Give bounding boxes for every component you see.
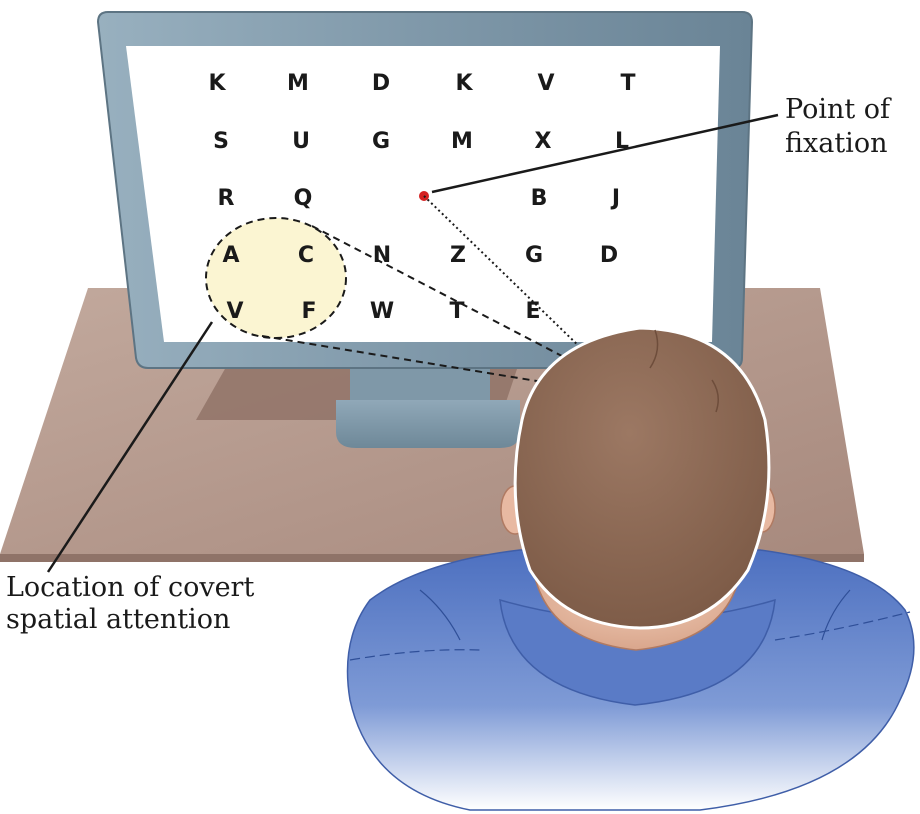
- letter-r0c3: K: [455, 71, 473, 96]
- letter-r2c0: R: [218, 186, 235, 211]
- letter-r4c2: W: [370, 299, 394, 324]
- letter-r0c0: K: [208, 71, 226, 96]
- hair-strand-1: [649, 329, 659, 369]
- attention-label-line1: Location of covert: [6, 572, 254, 603]
- letter-r2c5: J: [610, 186, 620, 211]
- fixation-label-line2: fixation: [785, 128, 887, 159]
- letter-r0c2: D: [372, 71, 390, 96]
- fixation-leader-line: [431, 113, 779, 194]
- letter-r2c1: Q: [294, 186, 313, 211]
- letter-r3c5: D: [600, 243, 618, 268]
- letter-grid: K M D K V T S U G M X L R Q B J A C N Z …: [208, 71, 635, 324]
- letter-r1c3: M: [451, 129, 473, 154]
- person-head: [513, 326, 771, 630]
- attention-label-line2: spatial attention: [6, 604, 230, 635]
- letter-r1c2: G: [372, 129, 390, 154]
- letter-r2c4: B: [531, 186, 548, 211]
- monitor-stand-base: [336, 400, 520, 448]
- letter-r1c4: X: [535, 129, 552, 154]
- letter-r0c1: M: [287, 71, 309, 96]
- letter-r3c1: C: [298, 243, 314, 268]
- letter-r4c1: F: [301, 299, 316, 324]
- shirt-fold-right: [821, 589, 851, 641]
- gaze-line-fixation: [423, 195, 586, 353]
- fixation-label-line1: Point of: [785, 94, 892, 125]
- letter-r4c4: E: [525, 299, 540, 324]
- fixation-label: Point of fixation: [785, 94, 892, 159]
- letter-r3c4: G: [525, 243, 543, 268]
- shirt-fold-left: [419, 589, 461, 641]
- letter-r3c2: N: [373, 243, 391, 268]
- attention-leader-line: [46, 321, 214, 573]
- hair-strand-2: [711, 379, 719, 413]
- letter-r3c0: A: [222, 243, 239, 268]
- letter-r0c4: V: [537, 71, 554, 96]
- letter-r3c3: Z: [450, 243, 466, 268]
- letter-r1c1: U: [292, 129, 310, 154]
- shirt-seam-left: [349, 649, 481, 661]
- letter-r4c0: V: [226, 299, 243, 324]
- attention-line-lower: [261, 335, 556, 385]
- attention-line-upper: [311, 225, 586, 369]
- letter-r1c0: S: [213, 129, 229, 154]
- letter-r0c5: T: [620, 71, 635, 96]
- shirt-seam-right: [774, 611, 911, 641]
- attention-label: Location of covert spatial attention: [6, 572, 254, 635]
- letter-r4c3: T: [449, 299, 464, 324]
